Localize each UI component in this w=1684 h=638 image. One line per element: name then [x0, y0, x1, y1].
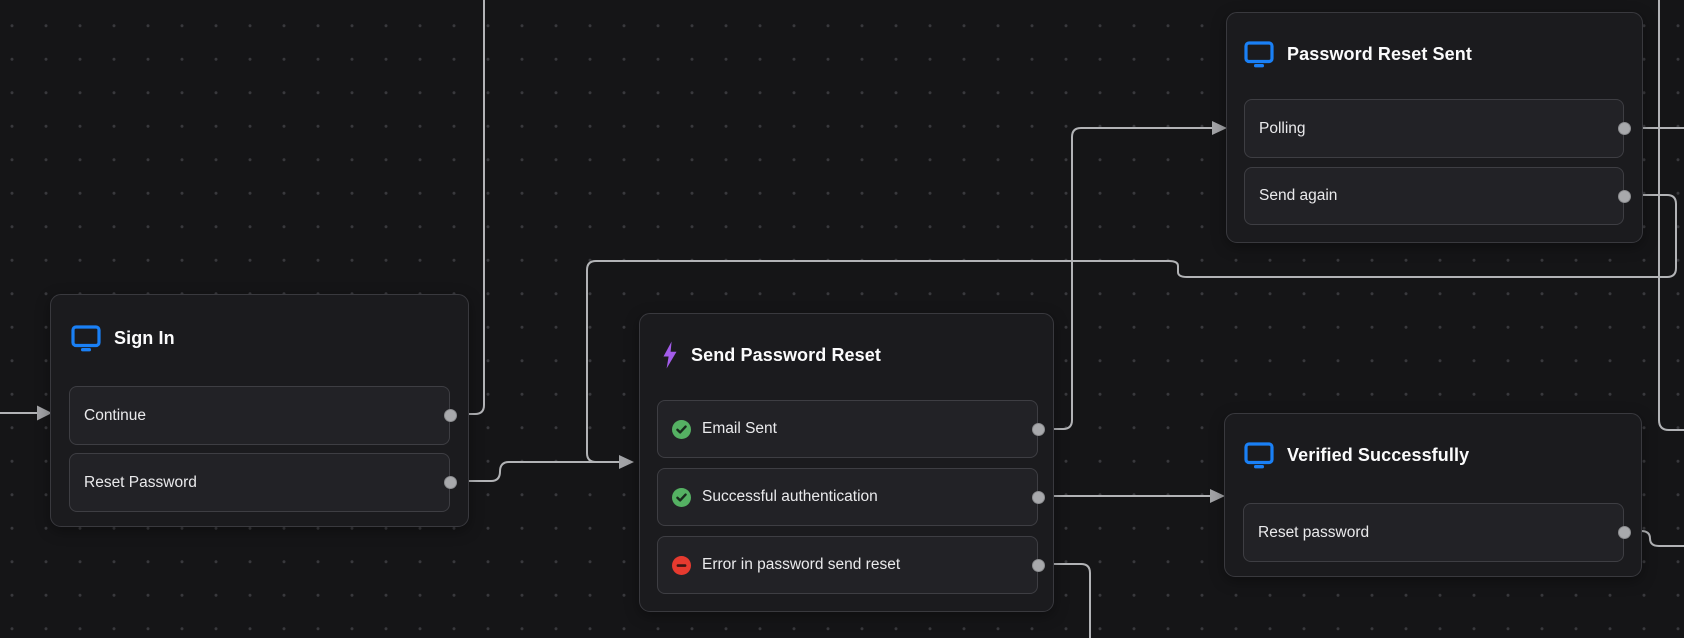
item-label: Polling: [1259, 119, 1306, 137]
node-password-reset-sent-header: Password Reset Sent: [1244, 40, 1472, 68]
item-label: Successful authentication: [702, 488, 878, 505]
input-arrowhead-send-password-reset: [619, 455, 634, 469]
node-verified-successfully-header: Verified Successfully: [1244, 441, 1469, 469]
edge-continue-to-top[interactable]: [449, 0, 485, 415]
node-item-reset-password[interactable]: Reset Password: [69, 453, 457, 512]
screen-icon: [1244, 441, 1274, 469]
node-title: Sign In: [114, 327, 175, 348]
node-title: Send Password Reset: [691, 344, 881, 365]
lightning-icon: [662, 341, 678, 369]
item-label: Error in password send reset: [702, 556, 901, 573]
input-arrowhead-verified-successfully: [1210, 489, 1225, 503]
output-port-send-again[interactable]: [1618, 189, 1631, 203]
item-label: Continue: [84, 406, 147, 424]
node-item-reset-password-out[interactable]: Reset password: [1243, 503, 1631, 562]
node-item-email-sent[interactable]: Email Sent: [657, 400, 1045, 458]
node-title: Verified Successfully: [1287, 444, 1470, 465]
node-item-continue[interactable]: Continue: [69, 386, 457, 445]
edge-email-sent-to-password-reset-sent[interactable]: [1037, 127, 1212, 430]
node-send-password-reset-header: Send Password Reset: [662, 341, 881, 369]
output-port-email-sent[interactable]: [1032, 422, 1045, 436]
node-sign-in[interactable]: Sign In Continue Reset Password: [50, 294, 469, 527]
node-verified-successfully[interactable]: Verified Successfully Reset password: [1224, 413, 1642, 577]
item-label: Reset Password: [84, 473, 197, 491]
node-send-password-reset[interactable]: Send Password Reset Email Sent Successfu…: [639, 313, 1054, 612]
edge-reset-password-to-send-reset[interactable]: [449, 461, 619, 482]
output-port-polling[interactable]: [1618, 122, 1631, 135]
node-item-successful-authentication[interactable]: Successful authentication: [657, 468, 1045, 526]
node-item-send-again[interactable]: Send again: [1244, 167, 1631, 225]
node-item-error-in-password-send-reset[interactable]: Error in password send reset: [657, 536, 1045, 594]
item-label: Email Sent: [702, 420, 777, 437]
edge-top-to-right-passthrough[interactable]: [1658, 0, 1684, 431]
node-password-reset-sent[interactable]: Password Reset Sent Polling Send again: [1226, 12, 1643, 243]
screen-icon: [71, 324, 101, 352]
success-icon: [672, 419, 691, 439]
output-port-error-in-password-send-reset[interactable]: [1032, 558, 1045, 572]
input-arrowhead-password-reset-sent: [1212, 121, 1227, 135]
output-port-continue[interactable]: [444, 409, 457, 422]
node-item-polling[interactable]: Polling: [1244, 99, 1631, 158]
output-port-reset-password-out[interactable]: [1618, 526, 1631, 539]
edge-send-again-to-send-reset[interactable]: [586, 194, 1677, 463]
edge-error-to-bottom[interactable]: [1037, 563, 1091, 638]
screen-icon: [1244, 40, 1274, 68]
input-arrowhead-sign-in: [37, 405, 52, 421]
output-port-successful-authentication[interactable]: [1032, 490, 1045, 504]
output-port-reset-password[interactable]: [444, 476, 457, 489]
item-label: Send again: [1259, 187, 1338, 204]
edge-reset-password-out-to-right[interactable]: [1623, 530, 1684, 547]
error-icon: [672, 555, 691, 575]
success-icon: [672, 487, 691, 507]
item-label: Reset password: [1258, 523, 1370, 541]
node-sign-in-header: Sign In: [71, 324, 175, 352]
node-title: Password Reset Sent: [1287, 43, 1472, 64]
